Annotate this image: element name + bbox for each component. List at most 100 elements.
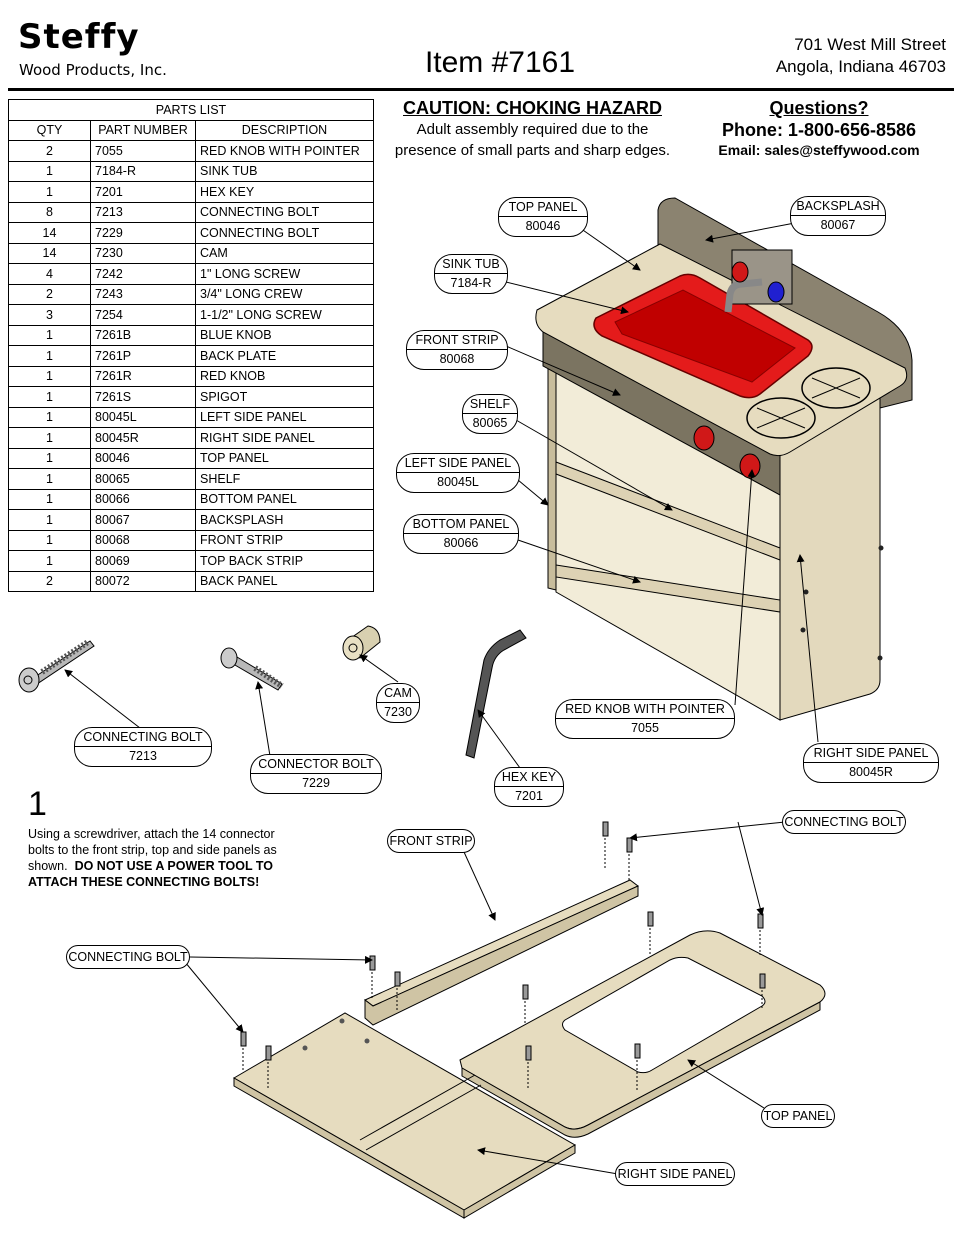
callout-title: FRONT STRIP <box>407 331 507 350</box>
caution-body: Adult assembly required due to the prese… <box>380 119 685 161</box>
bolt-pin <box>634 1043 641 1090</box>
part-number: 80067 <box>90 509 196 531</box>
callout-title: BOTTOM PANEL <box>404 515 518 534</box>
part-description: CAM <box>195 242 374 264</box>
callout-title: CONNECTOR BOLT <box>251 755 381 774</box>
brand-subtitle: Wood Products, Inc. <box>19 61 167 79</box>
bolt-pin <box>522 984 529 1025</box>
callout-part-number: 7055 <box>631 721 659 735</box>
callout-connecting-bolt: CONNECTING BOLT 7213 <box>74 727 212 767</box>
callout-title: RIGHT SIDE PANEL <box>804 744 938 763</box>
parts-list-table: PARTS LIST QTY PART NUMBER DESCRIPTION 2… <box>8 99 374 592</box>
email-address: Email: sales@steffywood.com <box>718 142 920 158</box>
callout-title: SINK TUB <box>435 255 507 274</box>
part-number: 80046 <box>90 447 196 469</box>
part-description: RIGHT SIDE PANEL <box>195 427 374 449</box>
part-description: 3/4" LONG CREW <box>195 283 374 305</box>
callout-title: TOP PANEL <box>499 198 587 217</box>
bolt-pin <box>757 913 764 955</box>
callout-part-number: 80045R <box>849 765 893 779</box>
hex-key-illustration <box>465 629 527 759</box>
label-top-panel: TOP PANEL <box>761 1104 835 1128</box>
callout-cam: CAM 7230 <box>376 683 420 723</box>
callout-shelf: SHELF 80065 <box>462 394 518 434</box>
label-connecting-bolt-right: CONNECTING BOLT <box>782 810 906 834</box>
label-connecting-bolt-left: CONNECTING BOLT <box>66 945 190 969</box>
part-qty: 2 <box>8 570 91 592</box>
step-warning-text: DO NOT USE A POWER TOOL TO ATTACH THESE … <box>28 859 273 889</box>
part-number: 7055 <box>90 140 196 162</box>
cam-illustration <box>342 625 381 661</box>
part-description: BACK PANEL <box>195 570 374 592</box>
part-description: FRONT STRIP <box>195 529 374 551</box>
callout-part-number: 80066 <box>443 536 479 550</box>
callout-title: LEFT SIDE PANEL <box>397 454 519 473</box>
part-number: 80072 <box>90 570 196 592</box>
header-divider <box>8 88 954 91</box>
bolt-pin <box>525 1045 532 1090</box>
part-description: SINK TUB <box>195 160 374 182</box>
item-title: Item #7161 <box>424 46 576 79</box>
bolt-pin <box>240 1031 247 1072</box>
part-number: 7261S <box>90 386 196 408</box>
callout-part-number: 80046 <box>525 219 561 233</box>
bolt-pin <box>602 821 609 868</box>
callout-connector-bolt: CONNECTOR BOLT 7229 <box>250 754 382 794</box>
brand-logo: Steffy <box>18 17 140 57</box>
part-description: 1-1/2" LONG SCREW <box>195 304 374 326</box>
part-description: BLUE KNOB <box>195 324 374 346</box>
bolt-pin <box>265 1045 272 1090</box>
label-right-side-panel: RIGHT SIDE PANEL <box>615 1162 735 1186</box>
connecting-bolts-step-illustration <box>240 821 766 1090</box>
connecting-bolt-7213-illustration <box>18 639 95 693</box>
callout-part-number: 7230 <box>384 705 412 719</box>
callout-title: RED KNOB WITH POINTER <box>556 700 734 719</box>
part-description: RED KNOB <box>195 365 374 387</box>
bolt-pin <box>647 911 654 955</box>
callout-title: SHELF <box>463 395 517 414</box>
callout-bottom-panel: BOTTOM PANEL 80066 <box>403 514 519 554</box>
part-description: SPIGOT <box>195 386 374 408</box>
address-line-2: Angola, Indiana 46703 <box>775 57 946 76</box>
callout-part-number: 80045L <box>437 475 479 489</box>
callout-top-panel: TOP PANEL 80046 <box>498 197 588 237</box>
callout-left-side-panel: LEFT SIDE PANEL 80045L <box>396 453 520 493</box>
callout-title: CONNECTING BOLT <box>75 728 211 747</box>
part-number: 80065 <box>90 468 196 490</box>
callout-part-number: 7213 <box>129 749 157 763</box>
sink-unit-illustration <box>535 197 913 721</box>
label-front-strip: FRONT STRIP <box>387 829 475 853</box>
questions-heading: Questions? <box>769 98 869 118</box>
callout-sink-tub: SINK TUB 7184-R <box>434 254 508 294</box>
callout-red-knob-with-pointer: RED KNOB WITH POINTER 7055 <box>555 699 735 739</box>
step-number: 1 <box>28 785 47 823</box>
bolt-pin <box>626 837 633 880</box>
callout-part-number: 80068 <box>439 352 475 366</box>
callout-hex-key: HEX KEY 7201 <box>494 767 564 807</box>
bolt-pin <box>759 973 766 1008</box>
front-strip-illustration <box>364 879 639 1026</box>
right-side-panel-illustration <box>233 1012 576 1219</box>
callout-part-number: 80065 <box>472 416 508 430</box>
caution-line-1: Adult assembly required due to the <box>416 121 649 138</box>
callout-backsplash: BACKSPLASH 80067 <box>790 196 886 236</box>
part-description: BOTTOM PANEL <box>195 488 374 510</box>
callout-title: BACKSPLASH <box>791 197 885 216</box>
callout-part-number: 80067 <box>820 218 856 232</box>
caution-title: CAUTION: CHOKING HAZARD <box>403 98 662 118</box>
bolt-pin <box>369 955 376 998</box>
bolt-pin <box>394 971 401 1010</box>
